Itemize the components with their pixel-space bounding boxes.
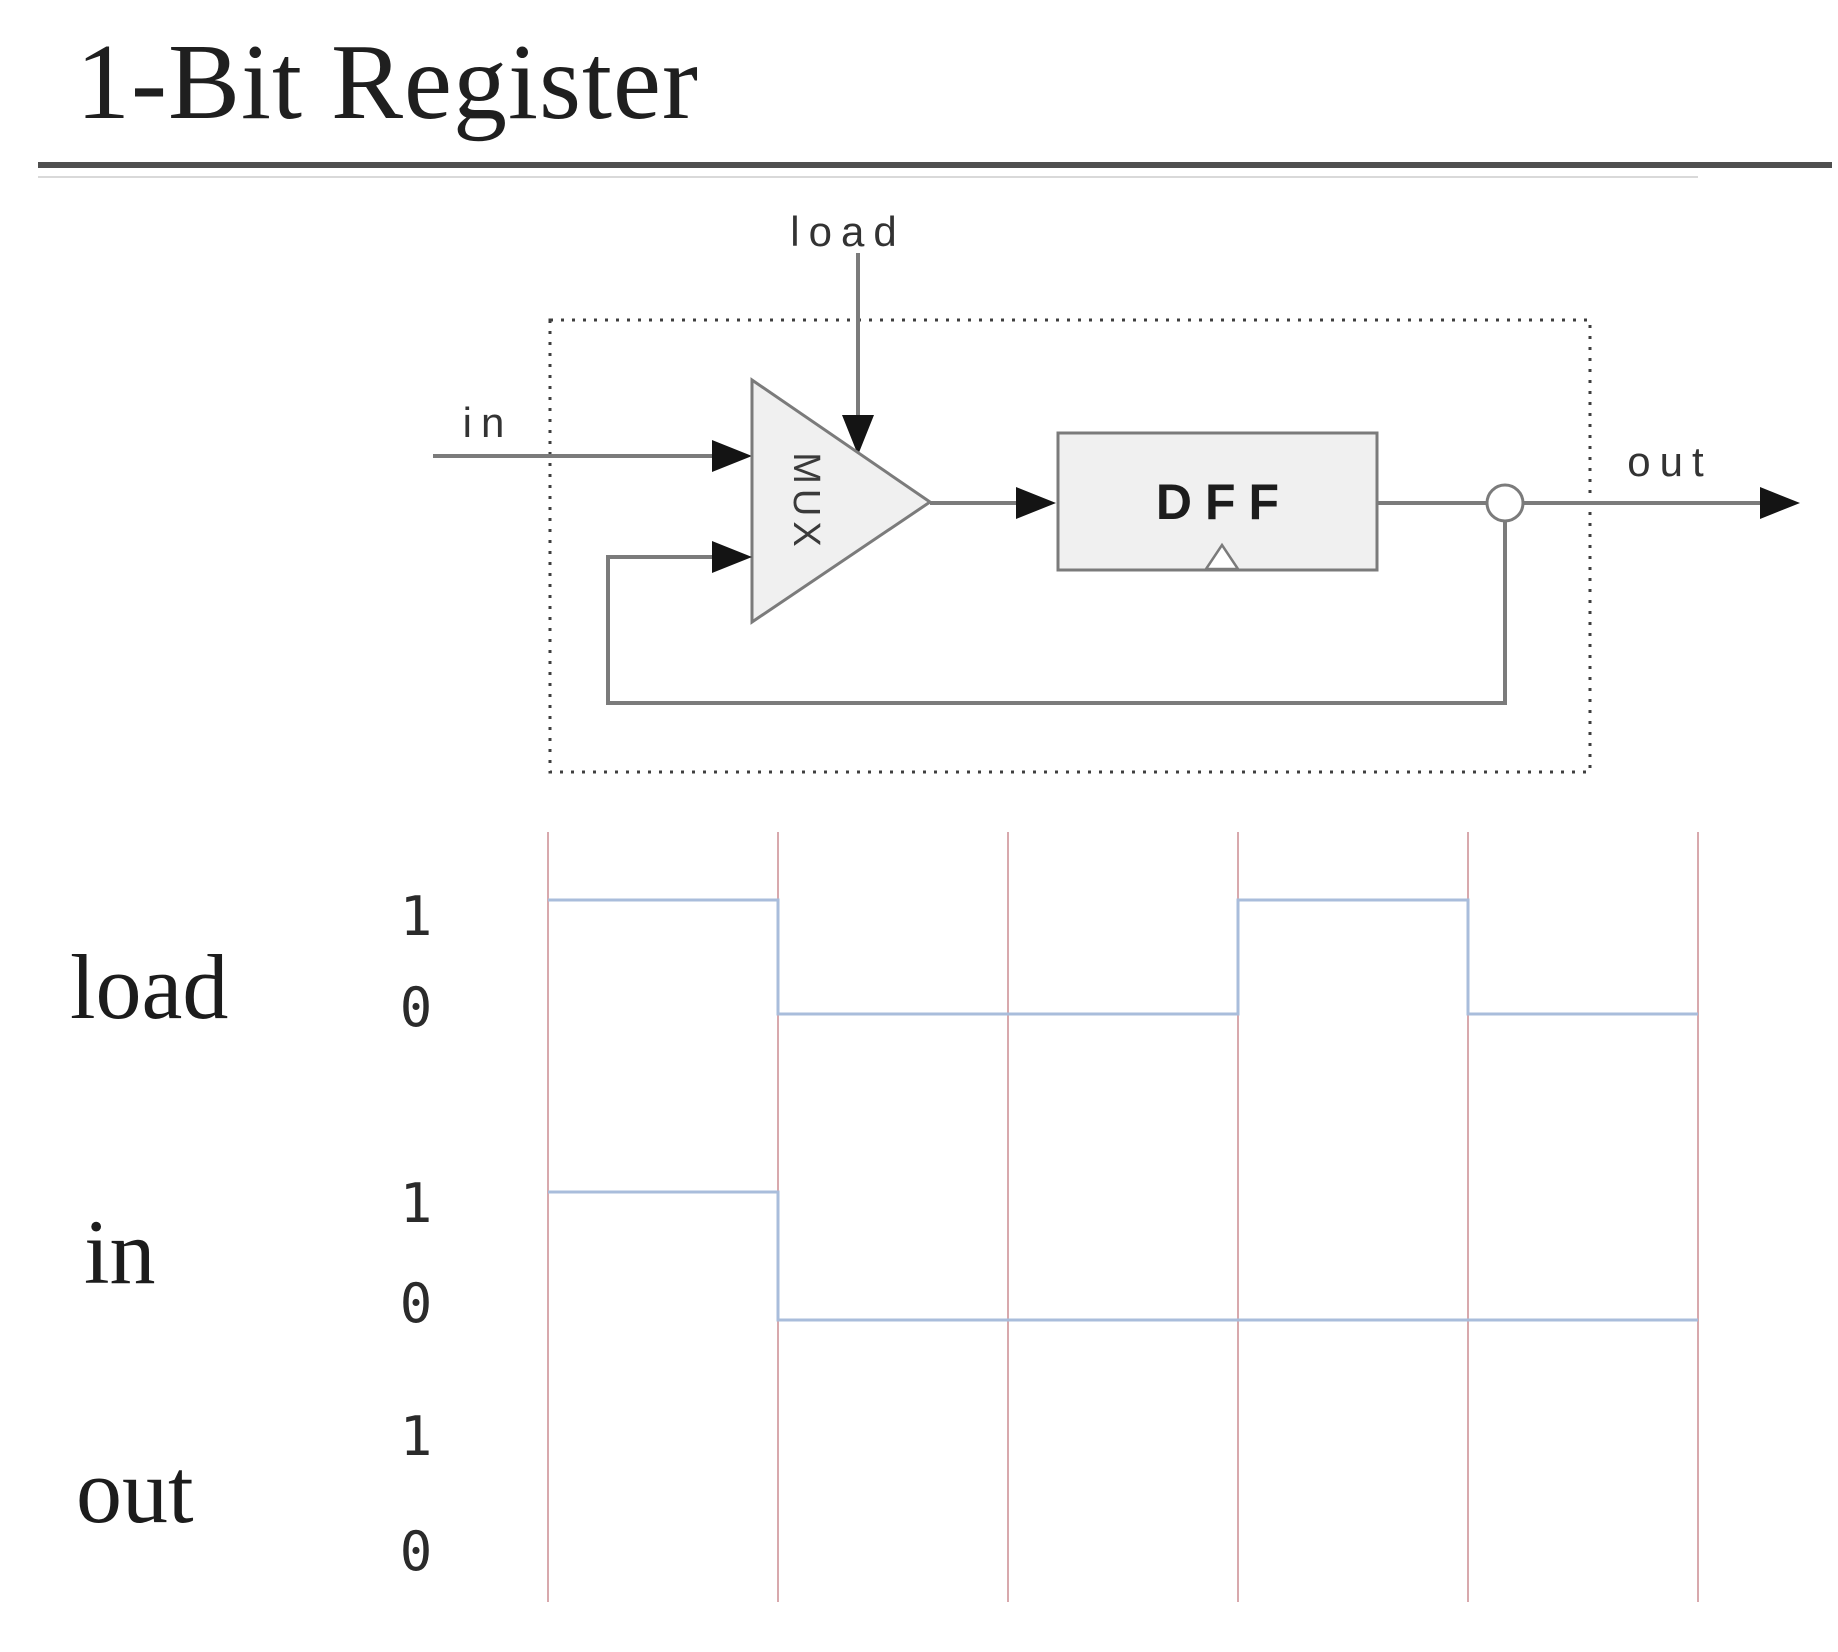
mux-triangle [750,377,933,625]
timing-row-label-load: load [70,936,228,1038]
clock-wedge-icon [1203,542,1241,571]
out-low-level-label: 0 [400,1520,433,1583]
page-title: 1-Bit Register [76,23,699,142]
output-junction-node [1485,483,1525,523]
in-arrow-icon [712,440,752,472]
title-rule [38,162,1832,168]
dff-label: DFF [1156,474,1292,530]
load-low-level-label: 0 [400,976,433,1039]
out-signal-label: out [1627,438,1712,485]
mux-label: MUX [785,452,827,551]
waveform-in [548,1190,1698,1322]
in-low-level-label: 0 [400,1272,433,1335]
timing-row-label-out: out [76,1440,194,1542]
timing-row-label-in: in [84,1201,156,1303]
timing-diagram: load in out 1 0 1 0 1 0 [70,832,1699,1602]
mux-to-dff-arrow-icon [1016,487,1056,519]
in-signal-label: in [463,399,514,446]
feedback-arrow-icon [712,541,752,573]
in-high-level-label: 1 [400,1172,433,1235]
chip-boundary-dotted-box [548,318,1592,774]
waveform-load [548,898,1698,1016]
load-arrow-icon [842,415,874,455]
feedback-wire [606,521,1507,705]
waveforms [548,898,1698,1322]
out-arrow-icon [1760,487,1800,519]
clock-grid [547,832,1699,1602]
load-high-level-label: 1 [400,885,433,948]
out-high-level-label: 1 [400,1405,433,1468]
title-rule-shadow [38,176,1698,178]
load-signal-label: load [790,208,905,255]
circuit-schematic: load in MUX DFF out [433,208,1800,774]
